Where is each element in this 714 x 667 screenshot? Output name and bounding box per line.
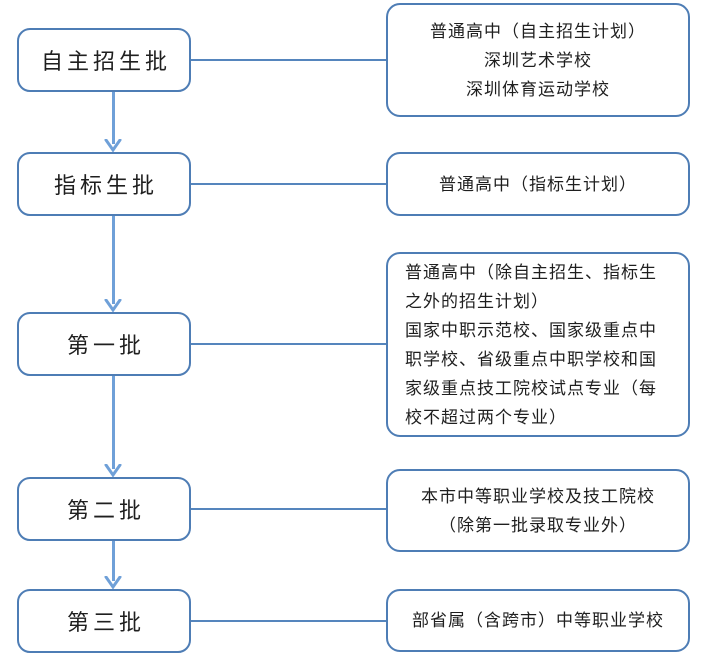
batch-label: 第一批 <box>66 333 145 358</box>
detail-text: 部省属（含跨市）中等职业学校 <box>412 611 664 630</box>
arrow-head-icon <box>104 299 122 312</box>
batch-label: 自主招生批 <box>40 49 171 74</box>
arrow-head-icon <box>104 576 122 589</box>
batch-box-disanpi: 第三批 <box>17 589 191 653</box>
arrow-head-icon <box>104 464 122 477</box>
arrow-stem <box>111 376 115 469</box>
batch-label: 指标生批 <box>53 173 158 198</box>
detail-box-dierpi: 本市中等职业学校及技工院校 （除第一批录取专业外） <box>386 469 690 552</box>
detail-text: 普通高中（指标生计划） <box>439 174 637 194</box>
down-arrow-icon <box>104 92 122 152</box>
batch-label: 第二批 <box>66 498 145 523</box>
arrow-stem <box>111 216 115 304</box>
detail-box-zizhu: 普通高中（自主招生计划） 深圳艺术学校 深圳体育运动学校 <box>386 3 690 117</box>
detail-text: 本市中等职业学校及技工院校 （除第一批录取专业外） <box>421 486 655 535</box>
connector-line <box>189 183 387 185</box>
detail-text: 普通高中（自主招生计划） 深圳艺术学校 深圳体育运动学校 <box>430 21 646 99</box>
detail-box-diyipi: 普通高中（除自主招生、指标生 之外的招生计划） 国家中职示范校、国家级重点中 职… <box>386 252 690 437</box>
arrow-stem <box>111 541 115 581</box>
down-arrow-icon <box>104 541 122 589</box>
down-arrow-icon <box>104 216 122 312</box>
connector-line <box>189 59 387 61</box>
connector-line <box>189 508 387 510</box>
batch-box-diyipi: 第一批 <box>17 312 191 376</box>
batch-box-zhibiao: 指标生批 <box>17 152 191 216</box>
detail-box-disanpi: 部省属（含跨市）中等职业学校 <box>386 589 690 652</box>
batch-label: 第三批 <box>66 610 145 635</box>
connector-line <box>189 620 387 622</box>
down-arrow-icon <box>104 376 122 477</box>
arrow-stem <box>111 92 115 144</box>
connector-line <box>189 343 387 345</box>
detail-box-zhibiao: 普通高中（指标生计划） <box>386 152 690 216</box>
batch-box-dierpi: 第二批 <box>17 477 191 541</box>
batch-box-zizhu: 自主招生批 <box>17 28 191 92</box>
arrow-head-icon <box>104 139 122 152</box>
detail-text: 普通高中（除自主招生、指标生 之外的招生计划） 国家中职示范校、国家级重点中 职… <box>405 262 657 427</box>
